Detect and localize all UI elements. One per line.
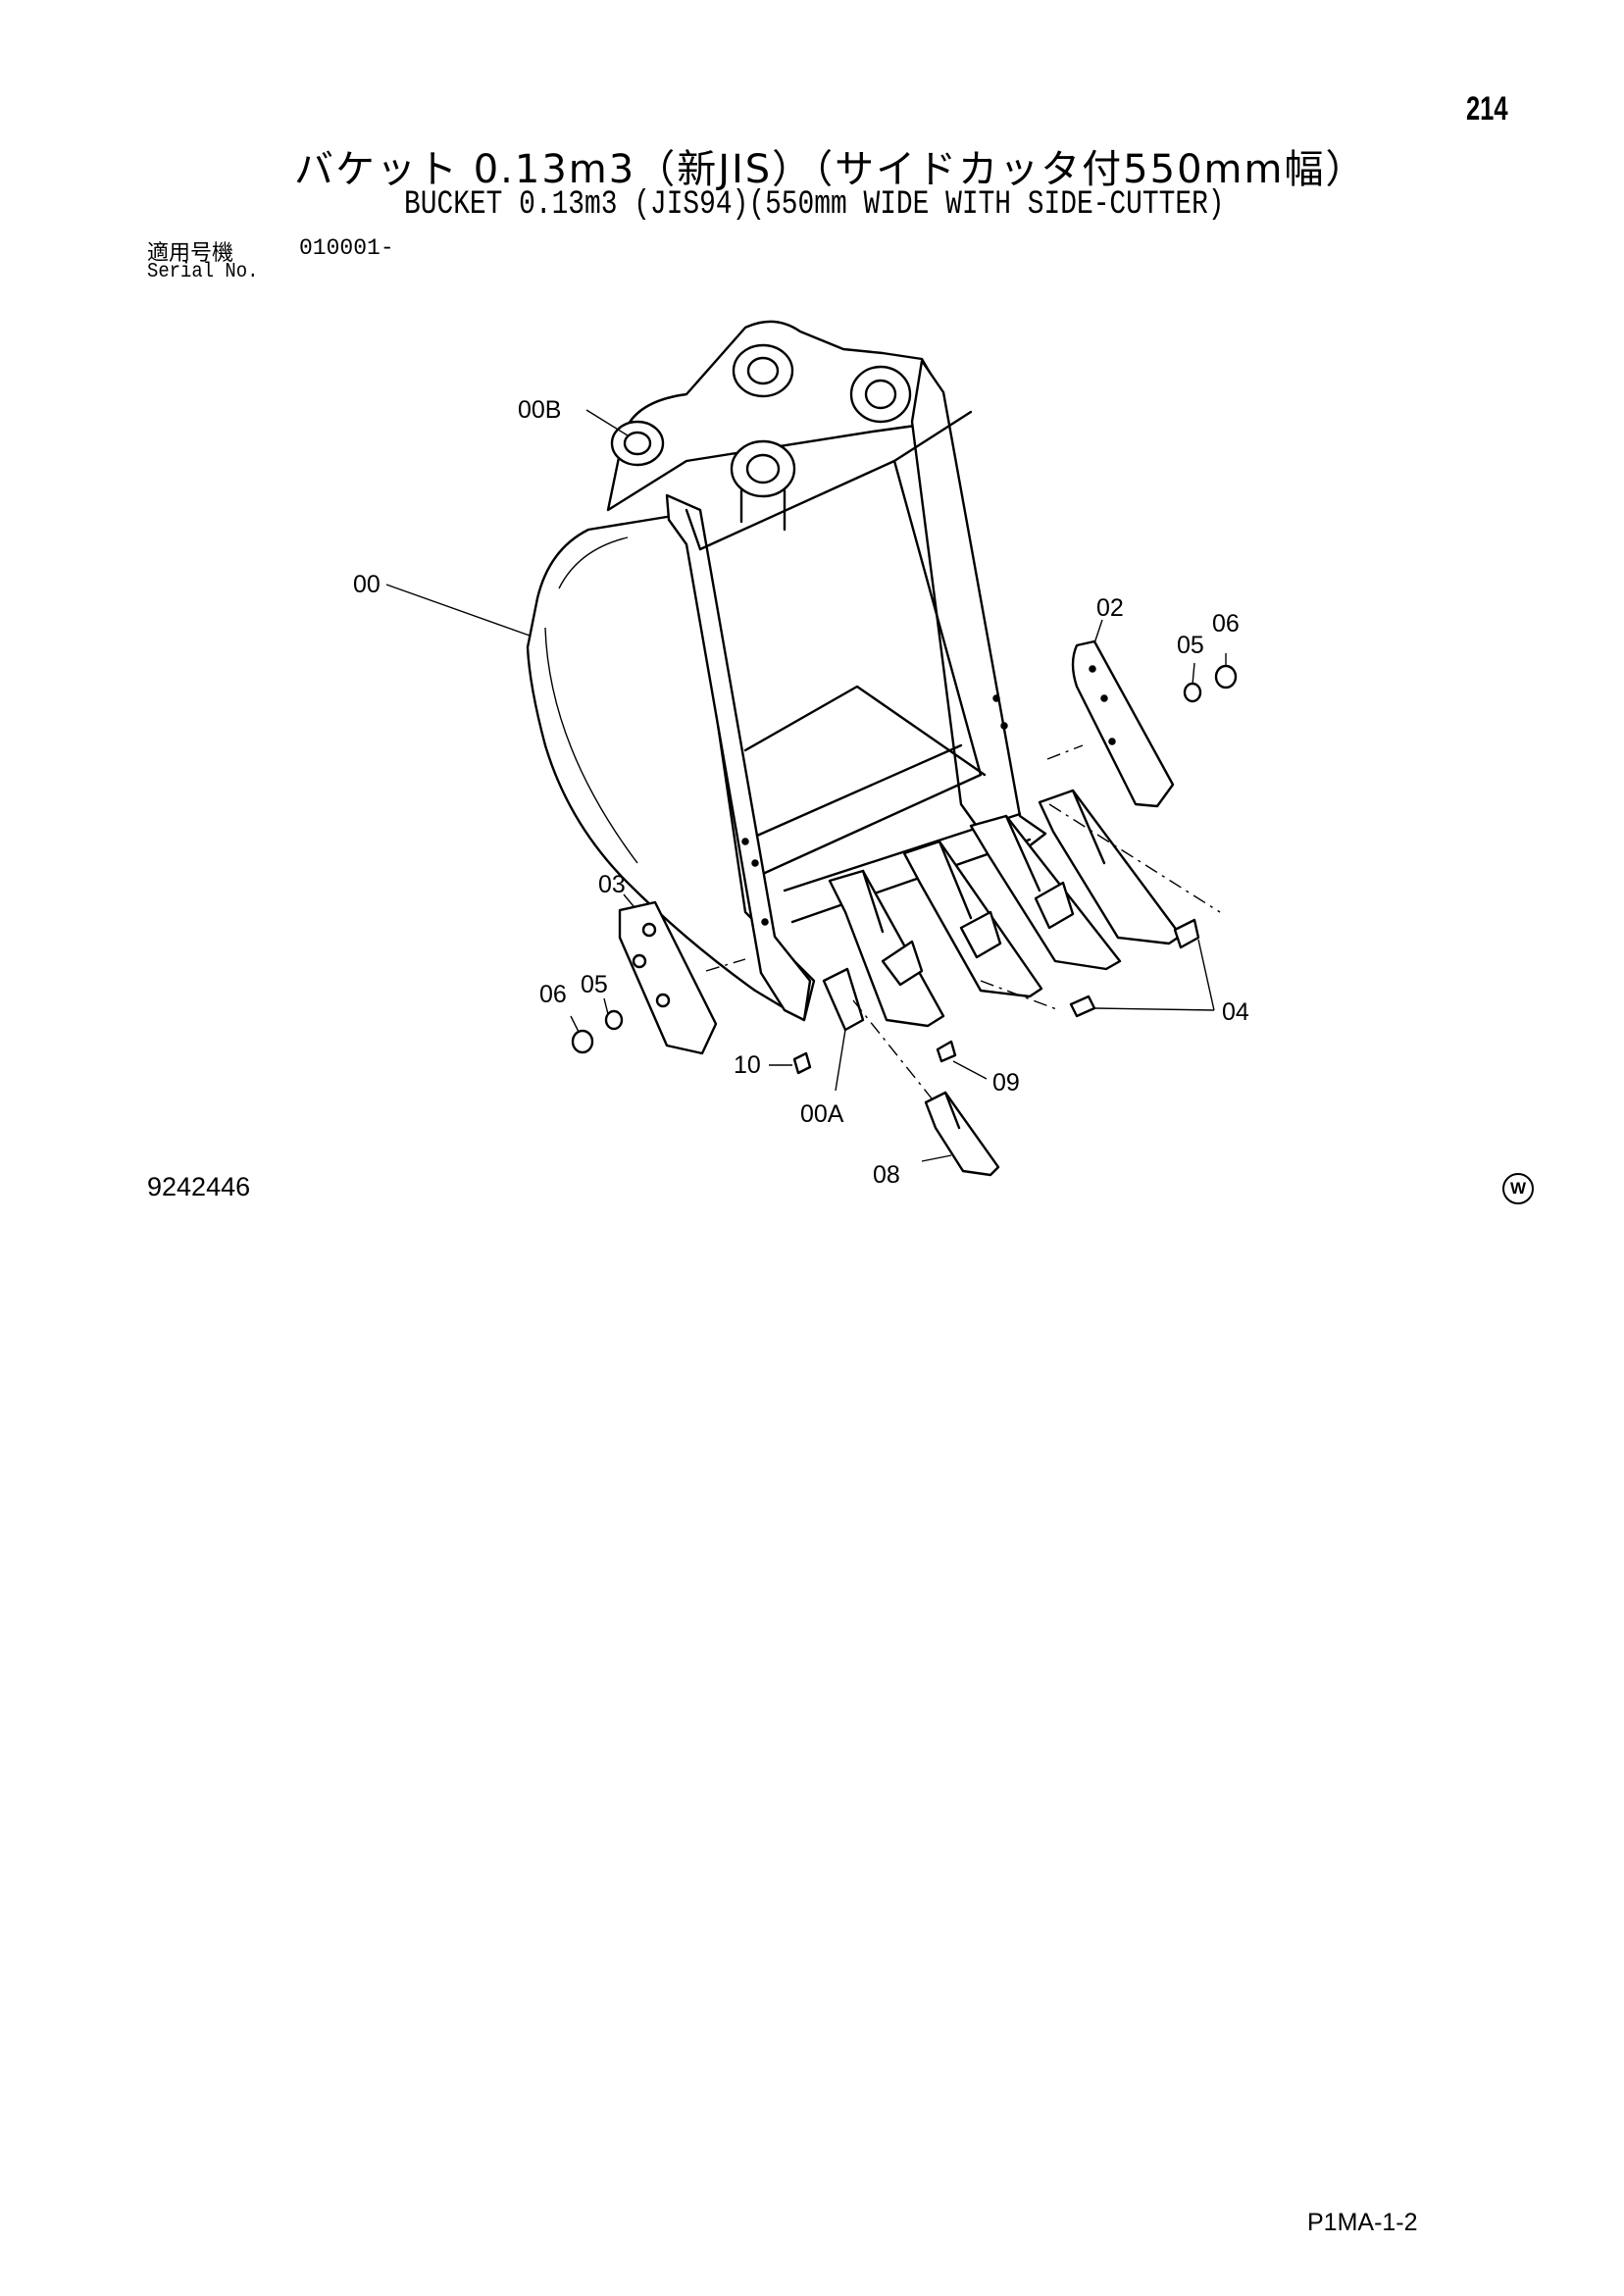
serial-label-english: Serial No.: [147, 261, 259, 283]
callout-05-right: 05: [1177, 632, 1204, 659]
callout-06-right: 06: [1212, 610, 1240, 638]
footer-page-code: P1MA-1-2: [1307, 2209, 1418, 2236]
drawing-number: 9242446: [147, 1172, 251, 1201]
side-cutter-right-02: [1071, 639, 1175, 808]
callout-00A: 00A: [800, 1100, 844, 1128]
page-title-japanese: バケット 0.13m3（新JIS）（サイドカッタ付550mm幅）: [294, 147, 1367, 192]
callout-10: 10: [734, 1051, 761, 1079]
callout-05-left: 05: [581, 971, 608, 998]
callout-00: 00: [353, 571, 381, 598]
teeth: [822, 789, 1183, 1032]
bucket-body: [526, 320, 1047, 1022]
nuts-and-washers: [571, 664, 1238, 1054]
callout-04: 04: [1222, 998, 1249, 1026]
serial-value: 010001-: [299, 235, 394, 261]
callout-09: 09: [992, 1069, 1020, 1097]
side-cutter-left-03: [618, 900, 718, 1055]
callout-00B: 00B: [518, 396, 561, 424]
callout-06-left: 06: [539, 981, 567, 1008]
callout-03: 03: [598, 871, 626, 898]
callout-08: 08: [873, 1161, 900, 1189]
page-title-english: BUCKET 0.13m3 (JIS94)(550mm WIDE WITH SI…: [404, 186, 1225, 224]
callout-02: 02: [1096, 594, 1124, 622]
serial-label-japanese: 適用号機: [147, 241, 234, 266]
side-plate-holes: [741, 694, 1008, 926]
spare-tooth-08: [924, 1091, 1000, 1177]
page-number: 214: [1466, 90, 1508, 128]
pin-bosses: [610, 343, 912, 532]
bolts-and-pins: [792, 918, 1200, 1075]
leader-lines: [385, 409, 1227, 1162]
watermark-w-mark: W: [1502, 1173, 1534, 1204]
part-callouts: 00B 00 02 05 06 03 05 06 04 10 00A 09 08: [353, 396, 1249, 1189]
